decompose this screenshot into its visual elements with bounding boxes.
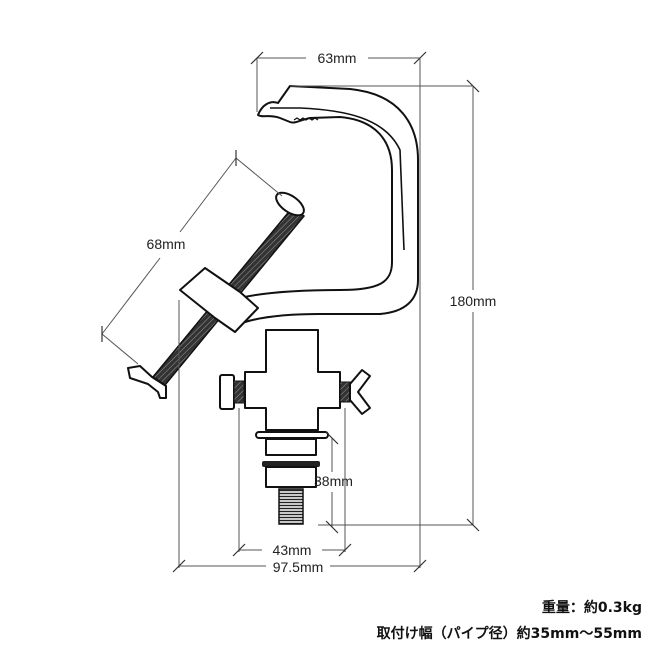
flange-washer bbox=[255, 431, 329, 439]
threaded-stud bbox=[278, 488, 304, 525]
label-68mm: 68mm bbox=[147, 236, 186, 252]
lock-washer bbox=[262, 461, 320, 467]
wing-nut bbox=[349, 369, 371, 415]
label-63mm: 63mm bbox=[318, 50, 357, 66]
label-97-5mm: 97.5mm bbox=[273, 559, 324, 575]
bolt-block bbox=[179, 267, 259, 333]
dim-68mm: 68mm bbox=[101, 150, 283, 365]
lower-nut bbox=[265, 466, 317, 488]
bolt-foot-pad bbox=[127, 365, 167, 399]
hook-teeth bbox=[293, 117, 319, 121]
upper-nut bbox=[265, 438, 317, 456]
bolt-head bbox=[275, 191, 305, 217]
dim-97-5mm: 97.5mm bbox=[172, 300, 427, 575]
left-hex-knob bbox=[219, 374, 235, 410]
right-knob-thread bbox=[339, 381, 351, 403]
dim-38mm: 38mm bbox=[314, 431, 353, 534]
body-stem bbox=[244, 329, 341, 431]
label-43mm: 43mm bbox=[273, 542, 312, 558]
left-knob-thread bbox=[233, 380, 245, 404]
weight-spec: 重量：約0.3kg bbox=[541, 600, 642, 616]
pipe-range-spec: 取付け幅（パイプ径）約35mm〜55mm bbox=[376, 626, 642, 642]
label-38mm: 38mm bbox=[314, 473, 353, 489]
label-180mm: 180mm bbox=[450, 293, 497, 309]
dim-43mm: 43mm bbox=[232, 408, 352, 558]
hook-body bbox=[231, 85, 419, 323]
hook-inner-edge bbox=[270, 107, 405, 251]
dim-180mm: 180mm bbox=[290, 79, 497, 532]
